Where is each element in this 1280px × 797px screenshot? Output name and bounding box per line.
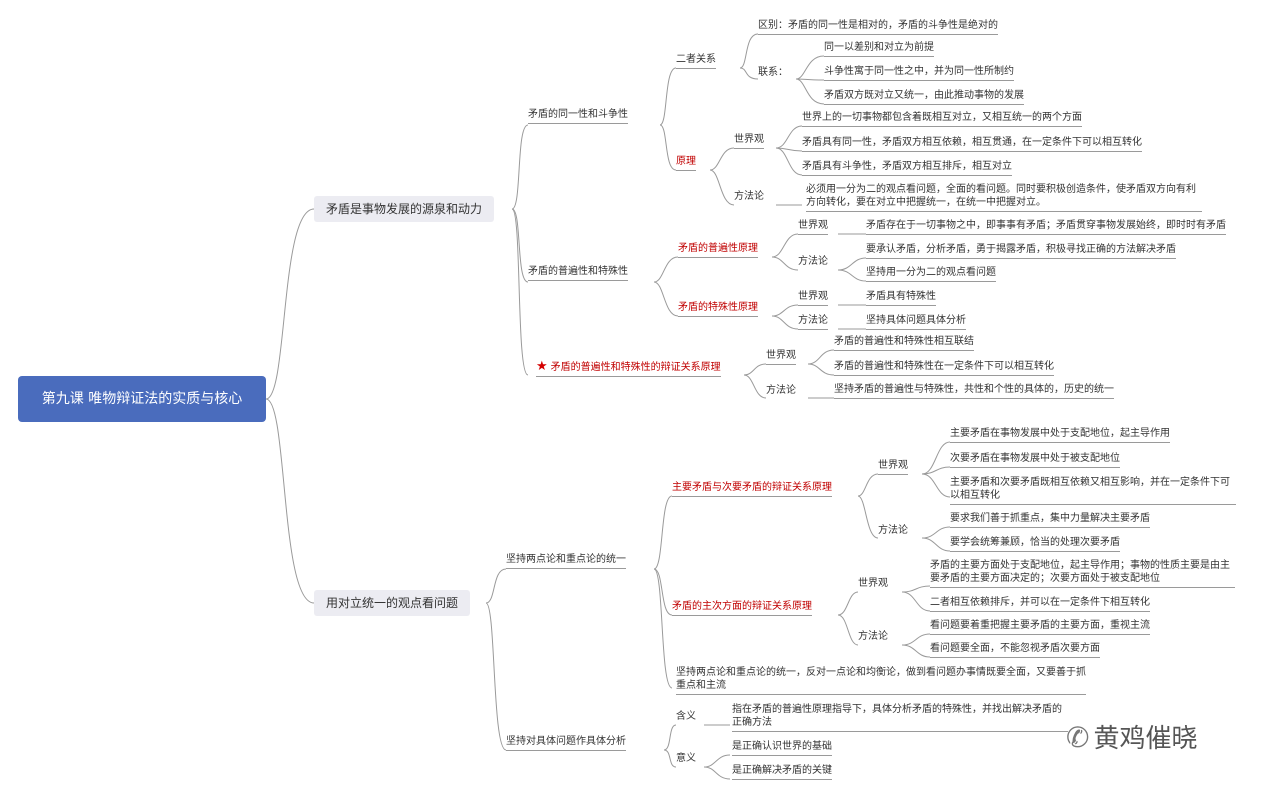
topic-main-secondary[interactable]: 主要矛盾与次要矛盾的辩证关系原理 <box>672 481 832 497</box>
topic-meaning[interactable]: 含义 <box>676 711 696 722</box>
topic-concrete-analysis[interactable]: 坚持对具体问题作具体分析 <box>506 735 626 751</box>
topic-universality[interactable]: 矛盾的普遍性和特殊性 <box>528 265 628 281</box>
topic-methodology-item[interactable]: 必须用一分为二的观点看问题，全面的看问题。同时要积极创造条件，使矛盾双方向有利方… <box>806 183 1202 212</box>
topic-two-points[interactable]: 坚持两点论和重点论的统一 <box>506 553 626 569</box>
topic-methodology-item[interactable]: 要求我们善于抓重点，集中力量解决主要矛盾 <box>950 512 1150 528</box>
topic-methodology-item[interactable]: 要承认矛盾，分析矛盾，勇于揭露矛盾，积极寻找正确的方法解决矛盾 <box>866 243 1176 259</box>
topic-link-item[interactable]: 矛盾双方既对立又统一，由此推动事物的发展 <box>824 89 1024 105</box>
topic-worldview[interactable]: 世界观 <box>858 578 888 589</box>
topic-unity-of-opposites[interactable]: 用对立统一的观点看问题 <box>314 590 471 616</box>
topic-worldview-item[interactable]: 矛盾的主要方面处于支配地位，起主导作用；事物的性质主要是由主要矛盾的主要方面决定… <box>930 559 1235 588</box>
topic-methodology-item[interactable]: 看问题要着重把握主要矛盾的主要方面，重视主流 <box>930 619 1150 635</box>
topic-methodology[interactable]: 方法论 <box>798 314 828 330</box>
topic-worldview-item[interactable]: 主要矛盾和次要矛盾既相互依赖又相互影响，并在一定条件下可以相互转化 <box>950 476 1236 505</box>
topic-significance-item[interactable]: 是正确认识世界的基础 <box>732 740 832 756</box>
topic-particularity-principle[interactable]: 矛盾的特殊性原理 <box>678 301 758 317</box>
topic-relation[interactable]: 二者关系 <box>676 53 716 69</box>
topic-meaning-item[interactable]: 指在矛盾的普遍性原理指导下，具体分析矛盾的特殊性，并找出解决矛盾的正确方法 <box>732 703 1068 732</box>
topic-methodology[interactable]: 方法论 <box>734 191 764 202</box>
topic-difference[interactable]: 区别：矛盾的同一性是相对的，矛盾的斗争性是绝对的 <box>758 19 998 35</box>
topic-worldview-item[interactable]: 世界上的一切事物都包含着既相互对立，又相互统一的两个方面 <box>802 111 1082 127</box>
topic-aspects[interactable]: 矛盾的主次方面的辩证关系原理 <box>672 600 812 616</box>
root-topic[interactable]: 第九课 唯物辩证法的实质与核心 <box>18 376 266 422</box>
topic-methodology[interactable]: 方法论 <box>766 385 796 396</box>
topic-worldview-item[interactable]: 矛盾具有同一性，矛盾双方相互依赖，相互贯通，在一定条件下可以相互转化 <box>802 136 1142 152</box>
watermark: ✆黄鸡催晓 <box>1066 718 1197 758</box>
topic-identity-struggle[interactable]: 矛盾的同一性和斗争性 <box>528 108 628 124</box>
topic-two-points-summary[interactable]: 坚持两点论和重点论的统一，反对一点论和均衡论，做到看问题办事情既要全面，又要善于… <box>676 666 1086 695</box>
topic-worldview-item[interactable]: 矛盾的普遍性和特殊性相互联结 <box>834 335 974 351</box>
topic-methodology-item[interactable]: 要学会统筹兼顾，恰当的处理次要矛盾 <box>950 536 1120 552</box>
topic-methodology-item[interactable]: 坚持用一分为二的观点看问题 <box>866 266 996 282</box>
topic-worldview-item[interactable]: 矛盾具有斗争性，矛盾双方相互排斥，相互对立 <box>802 160 1012 176</box>
topic-significance-item[interactable]: 是正确解决矛盾的关键 <box>732 764 832 780</box>
topic-principle[interactable]: 原理 <box>676 155 696 171</box>
topic-link-item[interactable]: 同一以差别和对立为前提 <box>824 41 934 57</box>
topic-methodology[interactable]: 方法论 <box>858 631 888 642</box>
topic-worldview[interactable]: 世界观 <box>766 349 796 365</box>
topic-link-item[interactable]: 斗争性寓于同一性之中，并为同一性所制约 <box>824 65 1014 81</box>
topic-worldview[interactable]: 世界观 <box>798 290 828 306</box>
topic-worldview-item[interactable]: 二者相互依赖排斥，并可以在一定条件下相互转化 <box>930 596 1150 612</box>
topic-worldview[interactable]: 世界观 <box>798 219 828 235</box>
topic-worldview[interactable]: 世界观 <box>734 133 764 149</box>
topic-worldview-item[interactable]: 主要矛盾在事物发展中处于支配地位，起主导作用 <box>950 427 1170 443</box>
star-icon: ★ <box>536 359 548 374</box>
topic-worldview-item[interactable]: 矛盾存在于一切事物之中，即事事有矛盾；矛盾贯穿事物发展始终，即时时有矛盾 <box>866 219 1226 235</box>
topic-dialectic-label: 矛盾的普遍性和特殊性的辩证关系原理 <box>550 362 721 373</box>
topic-methodology[interactable]: 方法论 <box>798 256 828 267</box>
topic-worldview-item[interactable]: 矛盾具有特殊性 <box>866 290 936 306</box>
topic-methodology-item[interactable]: 坚持具体问题具体分析 <box>866 314 966 330</box>
topic-methodology-item[interactable]: 看问题要全面，不能忽视矛盾次要方面 <box>930 642 1100 658</box>
topic-methodology-item[interactable]: 坚持矛盾的普遍性与特殊性，共性和个性的具体的，历史的统一 <box>834 383 1114 399</box>
wechat-icon: ✆ <box>1066 721 1090 754</box>
topic-worldview-item[interactable]: 矛盾的普遍性和特殊性在一定条件下可以相互转化 <box>834 360 1054 376</box>
topic-dialectic-relation[interactable]: ★矛盾的普遍性和特殊性的辩证关系原理 <box>536 360 721 377</box>
topic-significance[interactable]: 意义 <box>676 753 696 764</box>
topic-methodology[interactable]: 方法论 <box>878 525 908 536</box>
topic-universality-principle[interactable]: 矛盾的普遍性原理 <box>678 242 758 258</box>
topic-contradiction-source[interactable]: 矛盾是事物发展的源泉和动力 <box>314 196 495 222</box>
topic-worldview-item[interactable]: 次要矛盾在事物发展中处于被支配地位 <box>950 452 1120 468</box>
topic-link[interactable]: 联系： <box>758 67 788 78</box>
watermark-text: 黄鸡催晓 <box>1093 724 1198 754</box>
topic-worldview[interactable]: 世界观 <box>878 459 908 475</box>
